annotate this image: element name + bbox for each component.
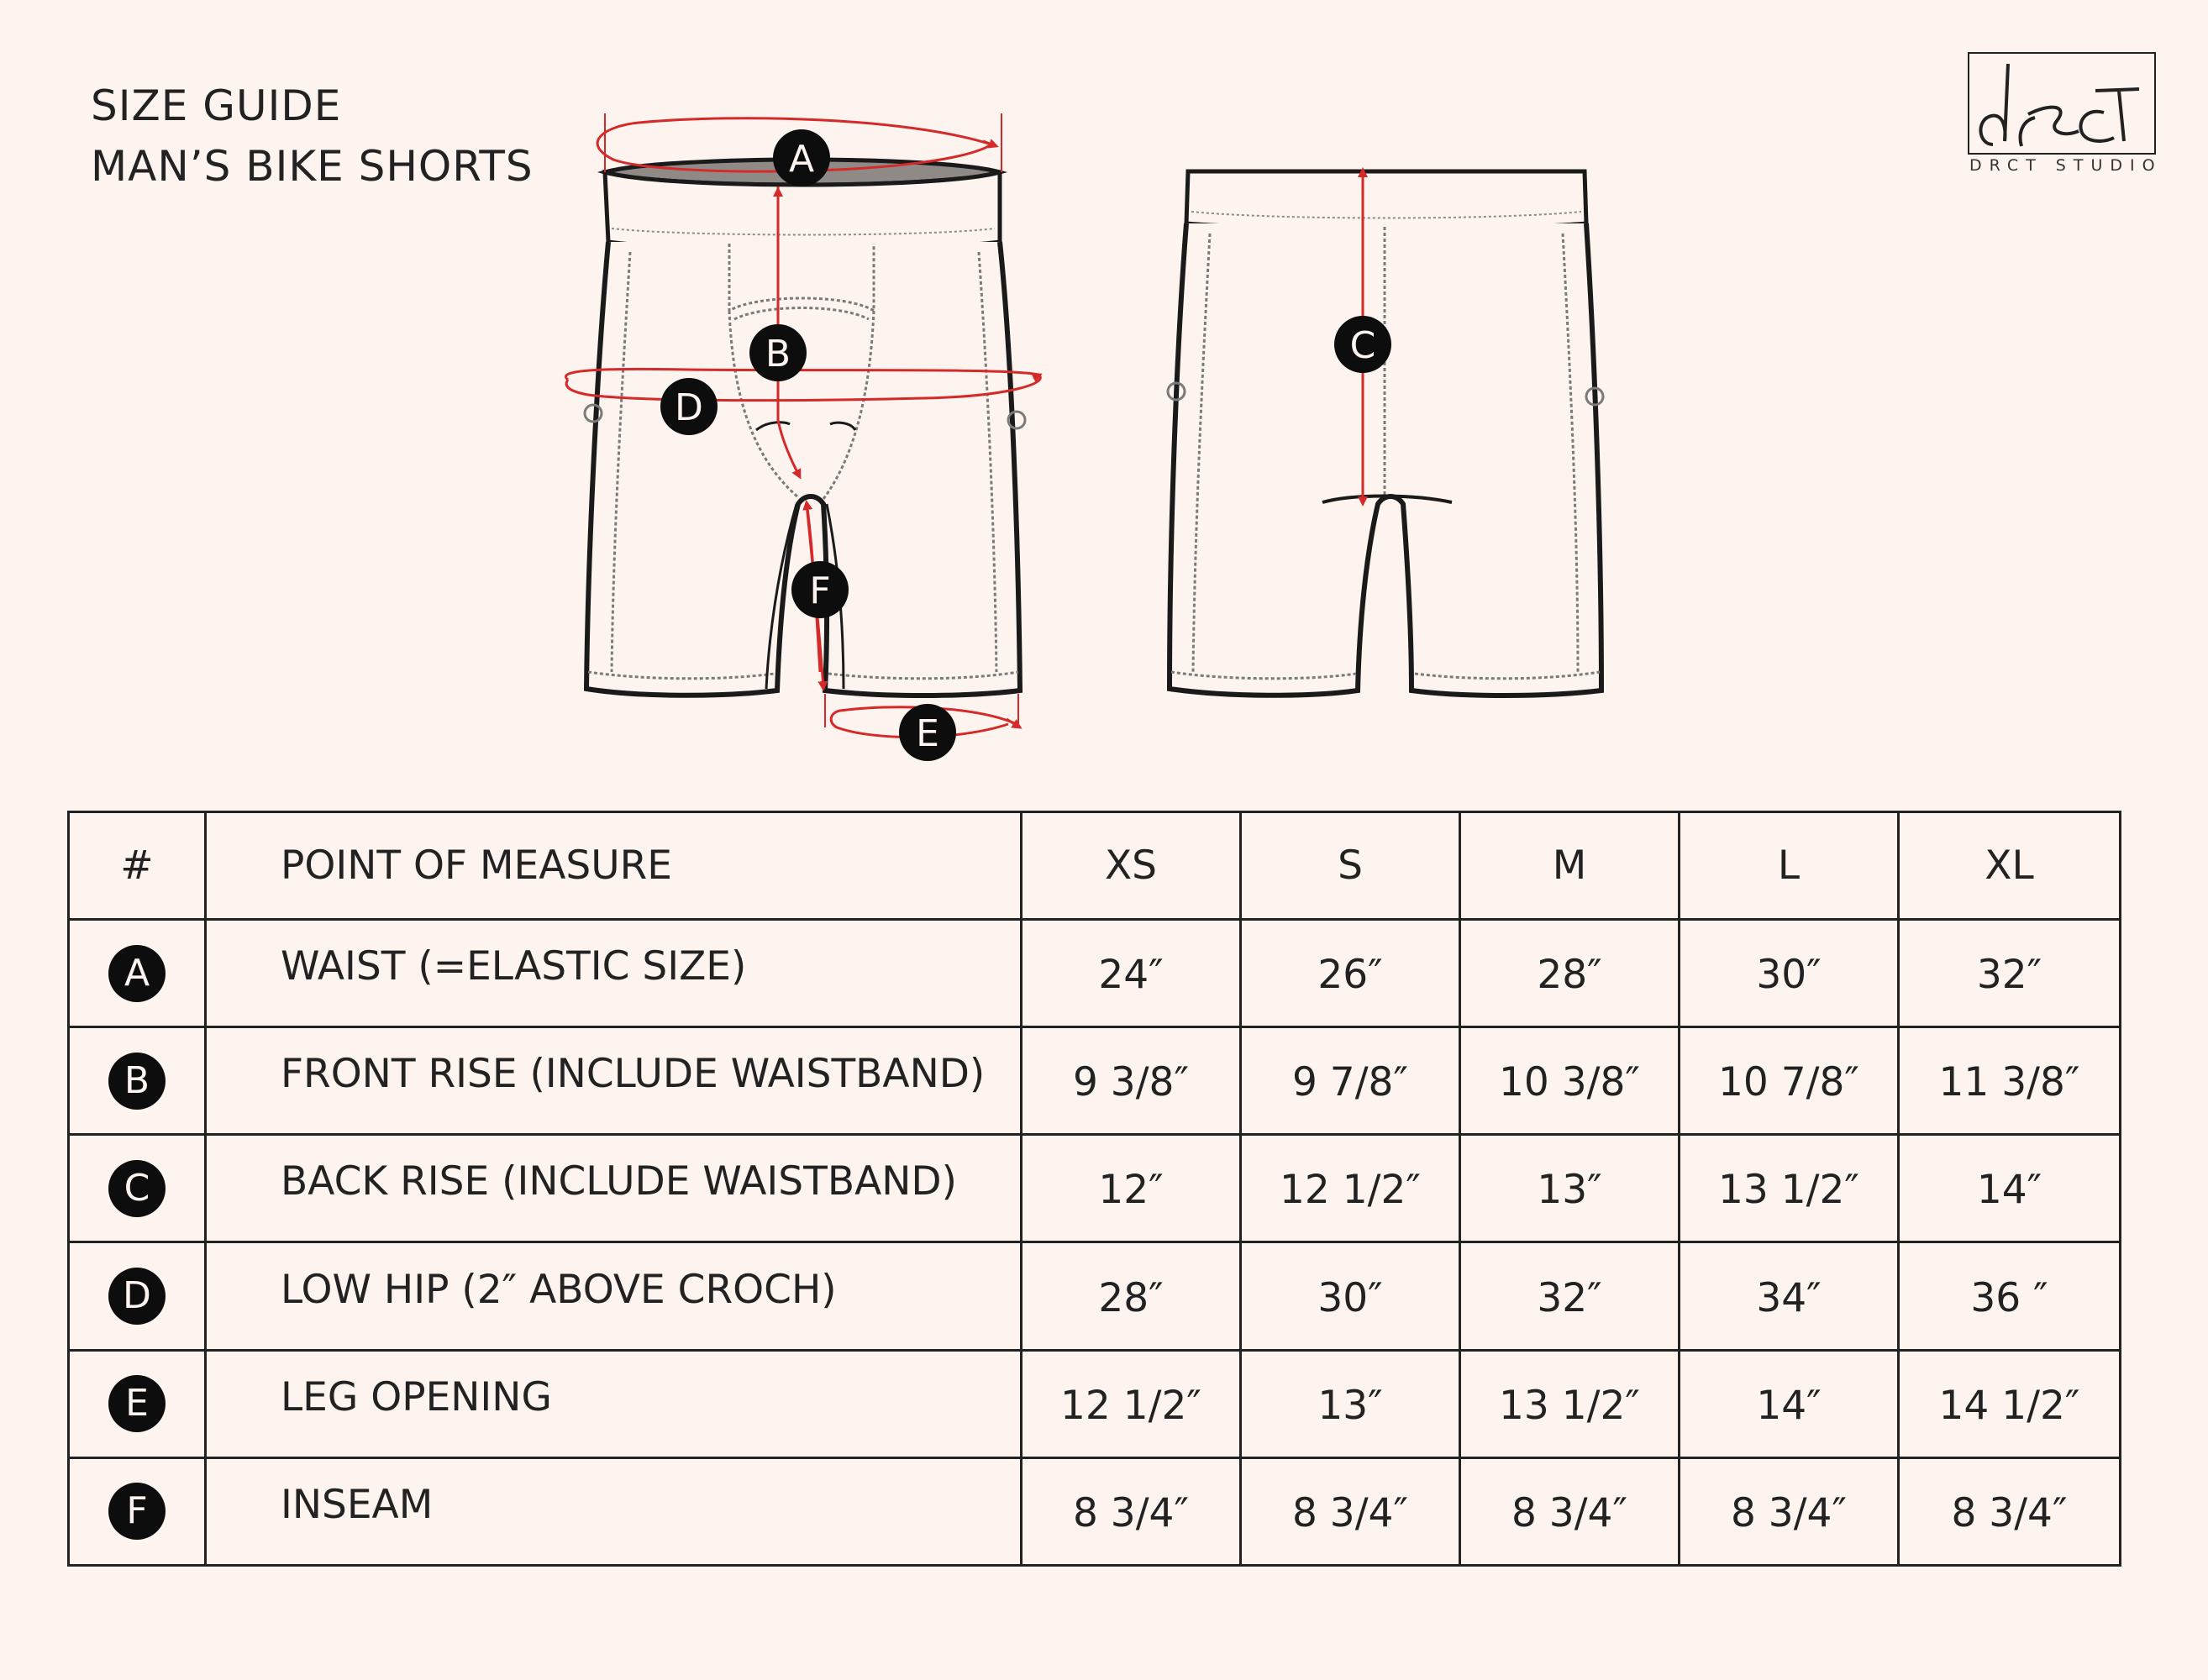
- cell-xl: 32″: [1976, 952, 2042, 999]
- cell-l: 10 7/8″: [1718, 1059, 1859, 1106]
- cell-xs: 24″: [1098, 952, 1164, 999]
- title-block: SIZE GUIDE MAN’S BIKE SHORTS: [91, 76, 534, 197]
- diagram-badge-a: A: [773, 129, 830, 186]
- cell-s: 9 7/8″: [1291, 1059, 1409, 1106]
- row-label: INSEAM: [281, 1481, 434, 1528]
- cell-s: 26″: [1317, 952, 1383, 999]
- row-badge: B: [108, 1052, 166, 1110]
- cell-m: 8 3/4″: [1511, 1489, 1628, 1536]
- header-size-s: S: [1239, 811, 1461, 921]
- diagram-badge-b: B: [749, 324, 807, 381]
- cell-xl: 36 ″: [1970, 1274, 2048, 1321]
- row-badge: D: [108, 1268, 166, 1326]
- cell-l: 30″: [1756, 952, 1822, 999]
- header-size-l: L: [1678, 811, 1900, 921]
- logo-mark: [1979, 63, 2140, 147]
- row-label: BACK RISE (INCLUDE WAISTBAND): [281, 1158, 957, 1205]
- table-header-row: # POINT OF MEASURE XS S M L XL: [67, 811, 2121, 921]
- cell-s: 30″: [1317, 1274, 1383, 1321]
- diagram-badge-f: F: [791, 561, 849, 618]
- brand-logo: [1968, 52, 2156, 155]
- cell-m: 32″: [1537, 1274, 1602, 1321]
- table-row: B FRONT RISE (INCLUDE WAISTBAND) 9 3/8″ …: [67, 1026, 2121, 1137]
- row-badge: F: [108, 1483, 166, 1541]
- header-point-of-measure: POINT OF MEASURE: [204, 811, 1023, 921]
- cell-l: 34″: [1756, 1274, 1822, 1321]
- table-row: A WAIST (=ELASTIC SIZE) 24″ 26″ 28″ 30″ …: [67, 917, 2121, 1029]
- page-title: SIZE GUIDE: [91, 81, 342, 130]
- svg-text:C: C: [1350, 324, 1376, 367]
- cell-xl: 14 1/2″: [1938, 1382, 2080, 1429]
- cell-l: 8 3/4″: [1730, 1489, 1848, 1536]
- row-badge: A: [108, 944, 166, 1002]
- svg-text:D: D: [675, 386, 703, 429]
- diagram-badge-e: E: [899, 704, 956, 761]
- table-row: C BACK RISE (INCLUDE WAISTBAND) 12″ 12 1…: [67, 1133, 2121, 1244]
- cell-l: 13 1/2″: [1718, 1167, 1859, 1214]
- back-view: [1166, 169, 1605, 698]
- cell-xl: 11 3/8″: [1938, 1059, 2080, 1106]
- svg-text:B: B: [765, 333, 791, 375]
- diagram-badge-c: C: [1334, 316, 1391, 373]
- front-view: [583, 157, 1027, 698]
- cell-xs: 9 3/8″: [1072, 1059, 1190, 1106]
- cell-xs: 12 1/2″: [1060, 1382, 1201, 1429]
- cell-xs: 8 3/4″: [1072, 1489, 1190, 1536]
- cell-m: 28″: [1537, 952, 1602, 999]
- cell-l: 14″: [1756, 1382, 1822, 1429]
- cell-xs: 28″: [1098, 1274, 1164, 1321]
- table-row: E LEG OPENING 12 1/2″ 13″ 13 1/2″ 14″ 14…: [67, 1348, 2121, 1459]
- size-table: # POINT OF MEASURE XS S M L XL A WAIST (…: [67, 811, 2121, 1567]
- header-hash: #: [67, 811, 207, 921]
- cell-xs: 12″: [1098, 1167, 1164, 1214]
- row-badge: C: [108, 1159, 166, 1217]
- cell-m: 10 3/8″: [1499, 1059, 1640, 1106]
- cell-m: 13 1/2″: [1499, 1382, 1640, 1429]
- cell-s: 8 3/4″: [1291, 1489, 1409, 1536]
- cell-xl: 8 3/4″: [1951, 1489, 2068, 1536]
- header-size-xs: XS: [1020, 811, 1242, 921]
- row-badge: E: [108, 1375, 166, 1433]
- logo-subtitle: DRCT STUDIO: [1969, 156, 2163, 175]
- cell-xl: 14″: [1976, 1167, 2042, 1214]
- row-label: WAIST (=ELASTIC SIZE): [281, 943, 747, 990]
- page-subtitle: MAN’S BIKE SHORTS: [91, 142, 534, 191]
- cell-m: 13″: [1537, 1167, 1602, 1214]
- cell-s: 12 1/2″: [1280, 1167, 1421, 1214]
- shorts-diagram: A B D F E C: [565, 113, 1605, 761]
- row-label: FRONT RISE (INCLUDE WAISTBAND): [281, 1051, 986, 1098]
- header-size-m: M: [1459, 811, 1680, 921]
- table-row: F INSEAM 8 3/4″ 8 3/4″ 8 3/4″ 8 3/4″ 8 3…: [67, 1456, 2121, 1567]
- row-label: LEG OPENING: [281, 1373, 552, 1420]
- svg-text:A: A: [789, 138, 814, 181]
- table-row: D LOW HIP (2″ ABOVE CROCH) 28″ 30″ 32″ 3…: [67, 1241, 2121, 1352]
- cell-s: 13″: [1317, 1382, 1383, 1429]
- header-size-xl: XL: [1897, 811, 2121, 921]
- svg-text:F: F: [809, 570, 830, 612]
- diagram-badge-d: D: [660, 378, 718, 435]
- row-label: LOW HIP (2″ ABOVE CROCH): [281, 1266, 837, 1313]
- svg-text:E: E: [916, 712, 939, 755]
